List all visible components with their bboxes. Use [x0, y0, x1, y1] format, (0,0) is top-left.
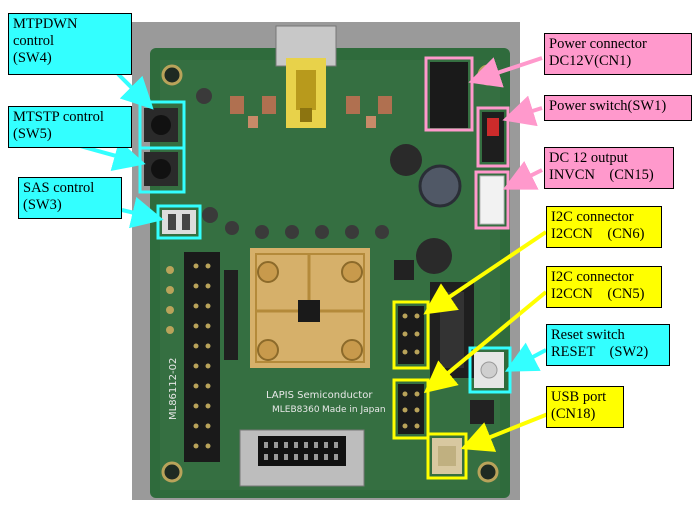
dc12-output-line2: INVCN (CN15): [549, 167, 654, 183]
power-connector-line2: DC12V(CN1): [549, 53, 632, 69]
board-vendor-text: LAPIS Semiconductor: [266, 390, 373, 401]
dc12-output-line1: DC 12 output: [549, 150, 628, 166]
power-switch-callout: Power switch(SW1): [544, 95, 692, 121]
usb-port-callout: USB port (CN18): [546, 386, 624, 428]
i2c-cn5-line2: I2CCN (CN5): [551, 286, 645, 302]
mtpdwn-line3: (SW4): [13, 50, 52, 66]
mtstp-callout: MTSTP control (SW5): [8, 106, 132, 148]
mtstp-line2: (SW5): [13, 126, 52, 142]
i2c-cn5-callout: I2C connector I2CCN (CN5): [546, 266, 662, 308]
dc12-output-callout: DC 12 output INVCN (CN15): [544, 147, 674, 189]
reset-switch-line1: Reset switch: [551, 327, 625, 343]
reset-switch-callout: Reset switch RESET (SW2): [546, 324, 670, 366]
sas-line2: (SW3): [23, 197, 62, 213]
power-switch-line1: Power switch(SW1): [549, 98, 667, 114]
i2c-cn5-line1: I2C connector: [551, 269, 634, 285]
i2c-cn6-line2: I2CCN (CN6): [551, 226, 645, 242]
usb-port-line2: (CN18): [551, 406, 596, 422]
i2c-cn6-line1: I2C connector: [551, 209, 634, 225]
power-connector-line1: Power connector: [549, 36, 647, 52]
sas-line1: SAS control: [23, 180, 95, 196]
board-model-bottom-text: MLEB8360: [272, 405, 320, 415]
mtpdwn-line1: MTPDWN: [13, 16, 78, 32]
sas-callout: SAS control (SW3): [18, 177, 122, 219]
mtpdwn-callout: MTPDWN control (SW4): [8, 13, 132, 75]
power-connector-callout: Power connector DC12V(CN1): [544, 33, 692, 75]
board-model-left-text: ML86112-02: [168, 358, 179, 420]
usb-port-line1: USB port: [551, 389, 607, 405]
mtstp-line1: MTSTP control: [13, 109, 104, 125]
mtpdwn-line2: control: [13, 33, 55, 49]
reset-switch-line2: RESET (SW2): [551, 344, 649, 360]
i2c-cn6-callout: I2C connector I2CCN (CN6): [546, 206, 662, 248]
board-made-in-text: Made in Japan: [322, 405, 386, 415]
